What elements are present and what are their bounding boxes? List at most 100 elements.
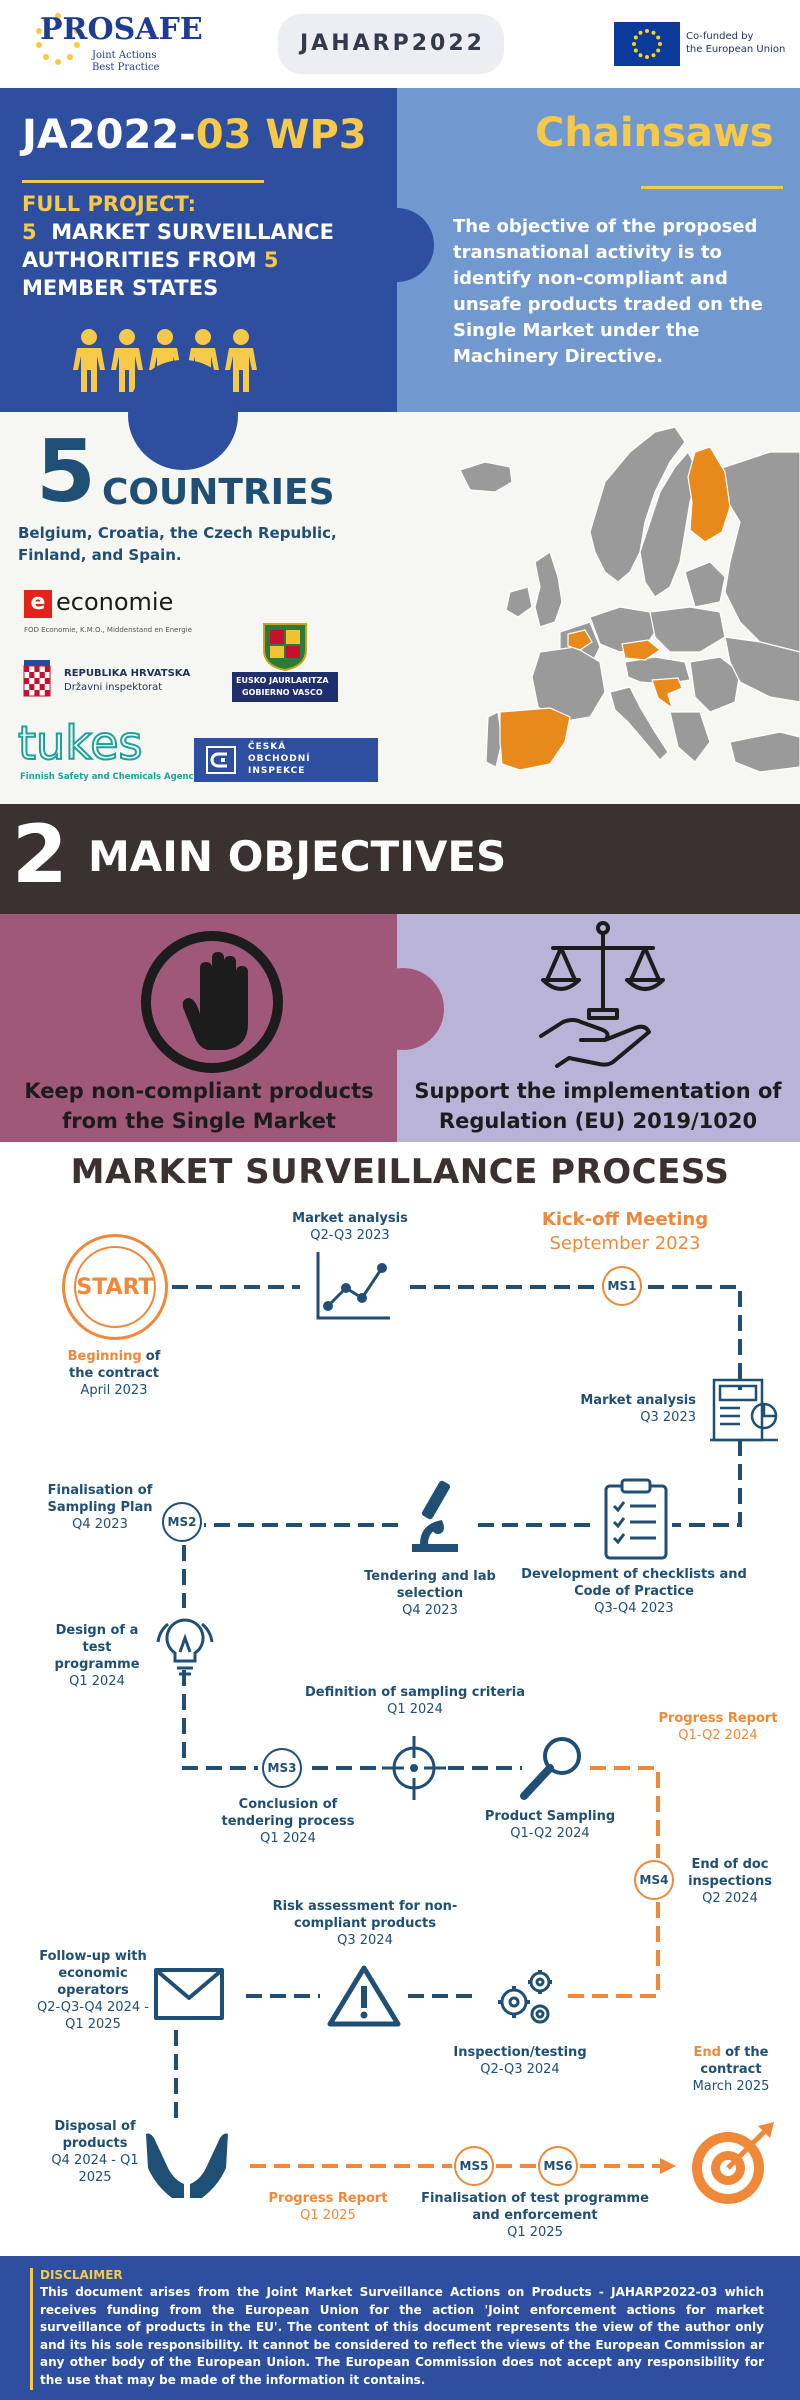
milestone-ms2: MS2 [162,1502,202,1542]
tendering-label: Tendering and lab selection Q4 2023 [360,1568,500,1619]
objective-panel: Chainsaws The objective of the proposed … [397,88,800,412]
tukes-wordmark: tukes [17,715,143,771]
follow-up-date: Q2-Q3-Q4 2024 - Q1 2025 [37,2000,149,2032]
czechia-highlight [621,639,662,661]
objectives-header: 2 MAIN OBJECTIVES [0,804,800,914]
line-chart-icon [316,1252,390,1320]
disposal-title: Disposal of products [54,2119,136,2151]
end-of-the: of the [725,2045,769,2060]
economie-e-icon: e [24,590,52,618]
conclusion-label: Conclusion of tendering process Q1 2024 [218,1796,358,1847]
doc-inspections-date: Q2 2024 [702,1891,758,1906]
start-inner-ring [74,1246,156,1328]
product-sampling-title: Product Sampling [484,1809,616,1824]
microscope-icon [412,1480,458,1552]
coi-name-3: INSPEKCE [248,766,306,776]
kickoff-title: Kick-off Meeting [541,1209,709,1230]
coi-mark-icon [206,746,236,774]
objectives-count: 2 [12,808,68,901]
coi-name-1: ČESKÁ [248,742,287,752]
header: PROSAFE Joint Actions Best Practice JAHA… [0,0,800,88]
jaharp-wordmark: JAHARP2022 [300,31,485,56]
croatia-highlight [651,677,683,710]
disposal-date: Q4 2024 - Q1 2025 [51,2153,139,2185]
milestone-ms5: MS5 [454,2146,494,2186]
process-flow-lines [172,1285,742,2174]
project-code-prefix: JA2022- [22,112,196,158]
kickoff-label: Kick-off Meeting September 2023 [510,1208,740,1256]
magnifier-icon [520,1737,581,1800]
authorities-count: 5 [22,220,37,244]
tendering-date: Q4 2023 [402,1603,458,1618]
checklists-title: Development of checklists and Code of Pr… [521,1567,747,1599]
eu-stars-icon [36,13,80,65]
progress-report-2-label: Progress Report Q1 2025 [258,2190,398,2224]
conclusion-title: Conclusion of tendering process [221,1797,355,1829]
market-analysis-1-title: Market analysis [292,1211,408,1226]
end-date: March 2025 [692,2079,770,2094]
finalisation-label: Finalisation of test programme and enfor… [410,2190,660,2241]
crosshair-target-icon [382,1736,446,1800]
project-panel: JA2022-03 WP3 FULL PROJECT: 5 MARKET SUR… [0,88,397,412]
eu-cofunded-line-1: Co-funded by [686,31,754,42]
full-project-label: FULL PROJECT: [22,192,197,216]
market-analysis-2-date: Q3 2023 [640,1410,696,1425]
beginning-of: of [145,1349,161,1364]
product-title: Chainsaws [535,110,774,156]
conclusion-date: Q1 2024 [260,1831,316,1846]
prosafe-tagline-2: Best Practice [92,62,160,73]
eu-cofunded-line-2: the European Union [686,44,786,55]
croatia-crest-icon [23,660,51,697]
economie-wordmark: economie [56,588,174,616]
beginning-label: Beginning of the contract April 2023 [44,1348,184,1399]
risk-label: Risk assessment for non-compliant produc… [260,1898,470,1949]
basque-name: EUSKO JAURLARITZA [236,676,329,685]
tukes-logo: tukes Finnish Safety and Chemicals Agenc… [17,715,199,786]
basque-logo: EUSKO JAURLARITZA GOBIERNO VASCO [232,620,338,702]
sampling-plan-title: Finalisation of Sampling Plan [47,1483,153,1515]
test-programme-date: Q1 2024 [69,1674,125,1689]
authorities-text-2: AUTHORITIES FROM [22,248,257,272]
market-analysis-2-label: Market analysis Q3 2023 [540,1392,696,1426]
inspection-label: Inspection/testing Q2-Q3 2024 [440,2044,600,2078]
progress-report-1-title: Progress Report [658,1711,778,1726]
countries-section: 5 COUNTRIES Belgium, Croatia, the Czech … [0,360,800,804]
disclaimer-text: This document arises from the Joint Mark… [40,2285,764,2387]
beginning-date: April 2023 [80,1383,148,1398]
coi-name-2: OBCHODNÍ [248,754,311,764]
test-programme-title: Design of a test programme [54,1623,140,1672]
project-overview: JA2022-03 WP3 FULL PROJECT: 5 MARKET SUR… [0,88,800,470]
doc-inspections-label: End of doc inspections Q2 2024 [682,1856,778,1907]
market-analysis-2-title: Market analysis [580,1393,696,1408]
basque-name-box [232,672,338,702]
countries-count: 5 [36,422,96,522]
disposal-label: Disposal of products Q4 2024 - Q1 2025 [40,2118,150,2186]
tendering-title: Tendering and lab selection [364,1569,496,1601]
disclaimer-title: DISCLAIMER [40,2268,123,2282]
disclaimer-accent-bar [30,2268,33,2390]
belgium-highlight [567,629,593,651]
full-project-text: FULL PROJECT: 5 MARKET SURVEILLANCE AUTH… [22,190,382,302]
states-count: 5 [263,248,279,272]
checklist-clipboard-icon [604,1478,668,1560]
beginning-contract: the contract [68,1366,160,1381]
end-contract: contract [700,2062,762,2077]
sampling-plan-label: Finalisation of Sampling Plan Q4 2023 [40,1482,160,1533]
project-code: JA2022-03 WP3 [22,112,367,158]
inspection-date: Q2-Q3 2024 [480,2062,560,2077]
product-sampling-date: Q1-Q2 2024 [510,1826,590,1841]
progress-report-2-title: Progress Report [268,2191,388,2206]
envelope-icon [154,1968,224,2020]
milestone-ms4: MS4 [634,1860,674,1900]
sampling-criteria-label: Definition of sampling criteria Q1 2024 [290,1684,540,1718]
objectives-title: MAIN OBJECTIVES [88,832,507,881]
progress-report-1-date: Q1-Q2 2024 [678,1728,758,1743]
risk-title: Risk assessment for non-compliant produc… [272,1899,458,1931]
checklists-label: Development of checklists and Code of Pr… [518,1566,750,1617]
finalisation-date: Q1 2025 [507,2225,563,2240]
spain-highlight [499,707,571,771]
kickoff-date: September 2023 [549,1233,701,1254]
inspection-title: Inspection/testing [453,2045,587,2060]
prosafe-tagline-1: Joint Actions [92,50,157,61]
lightbulb-gear-icon [156,1618,214,1676]
